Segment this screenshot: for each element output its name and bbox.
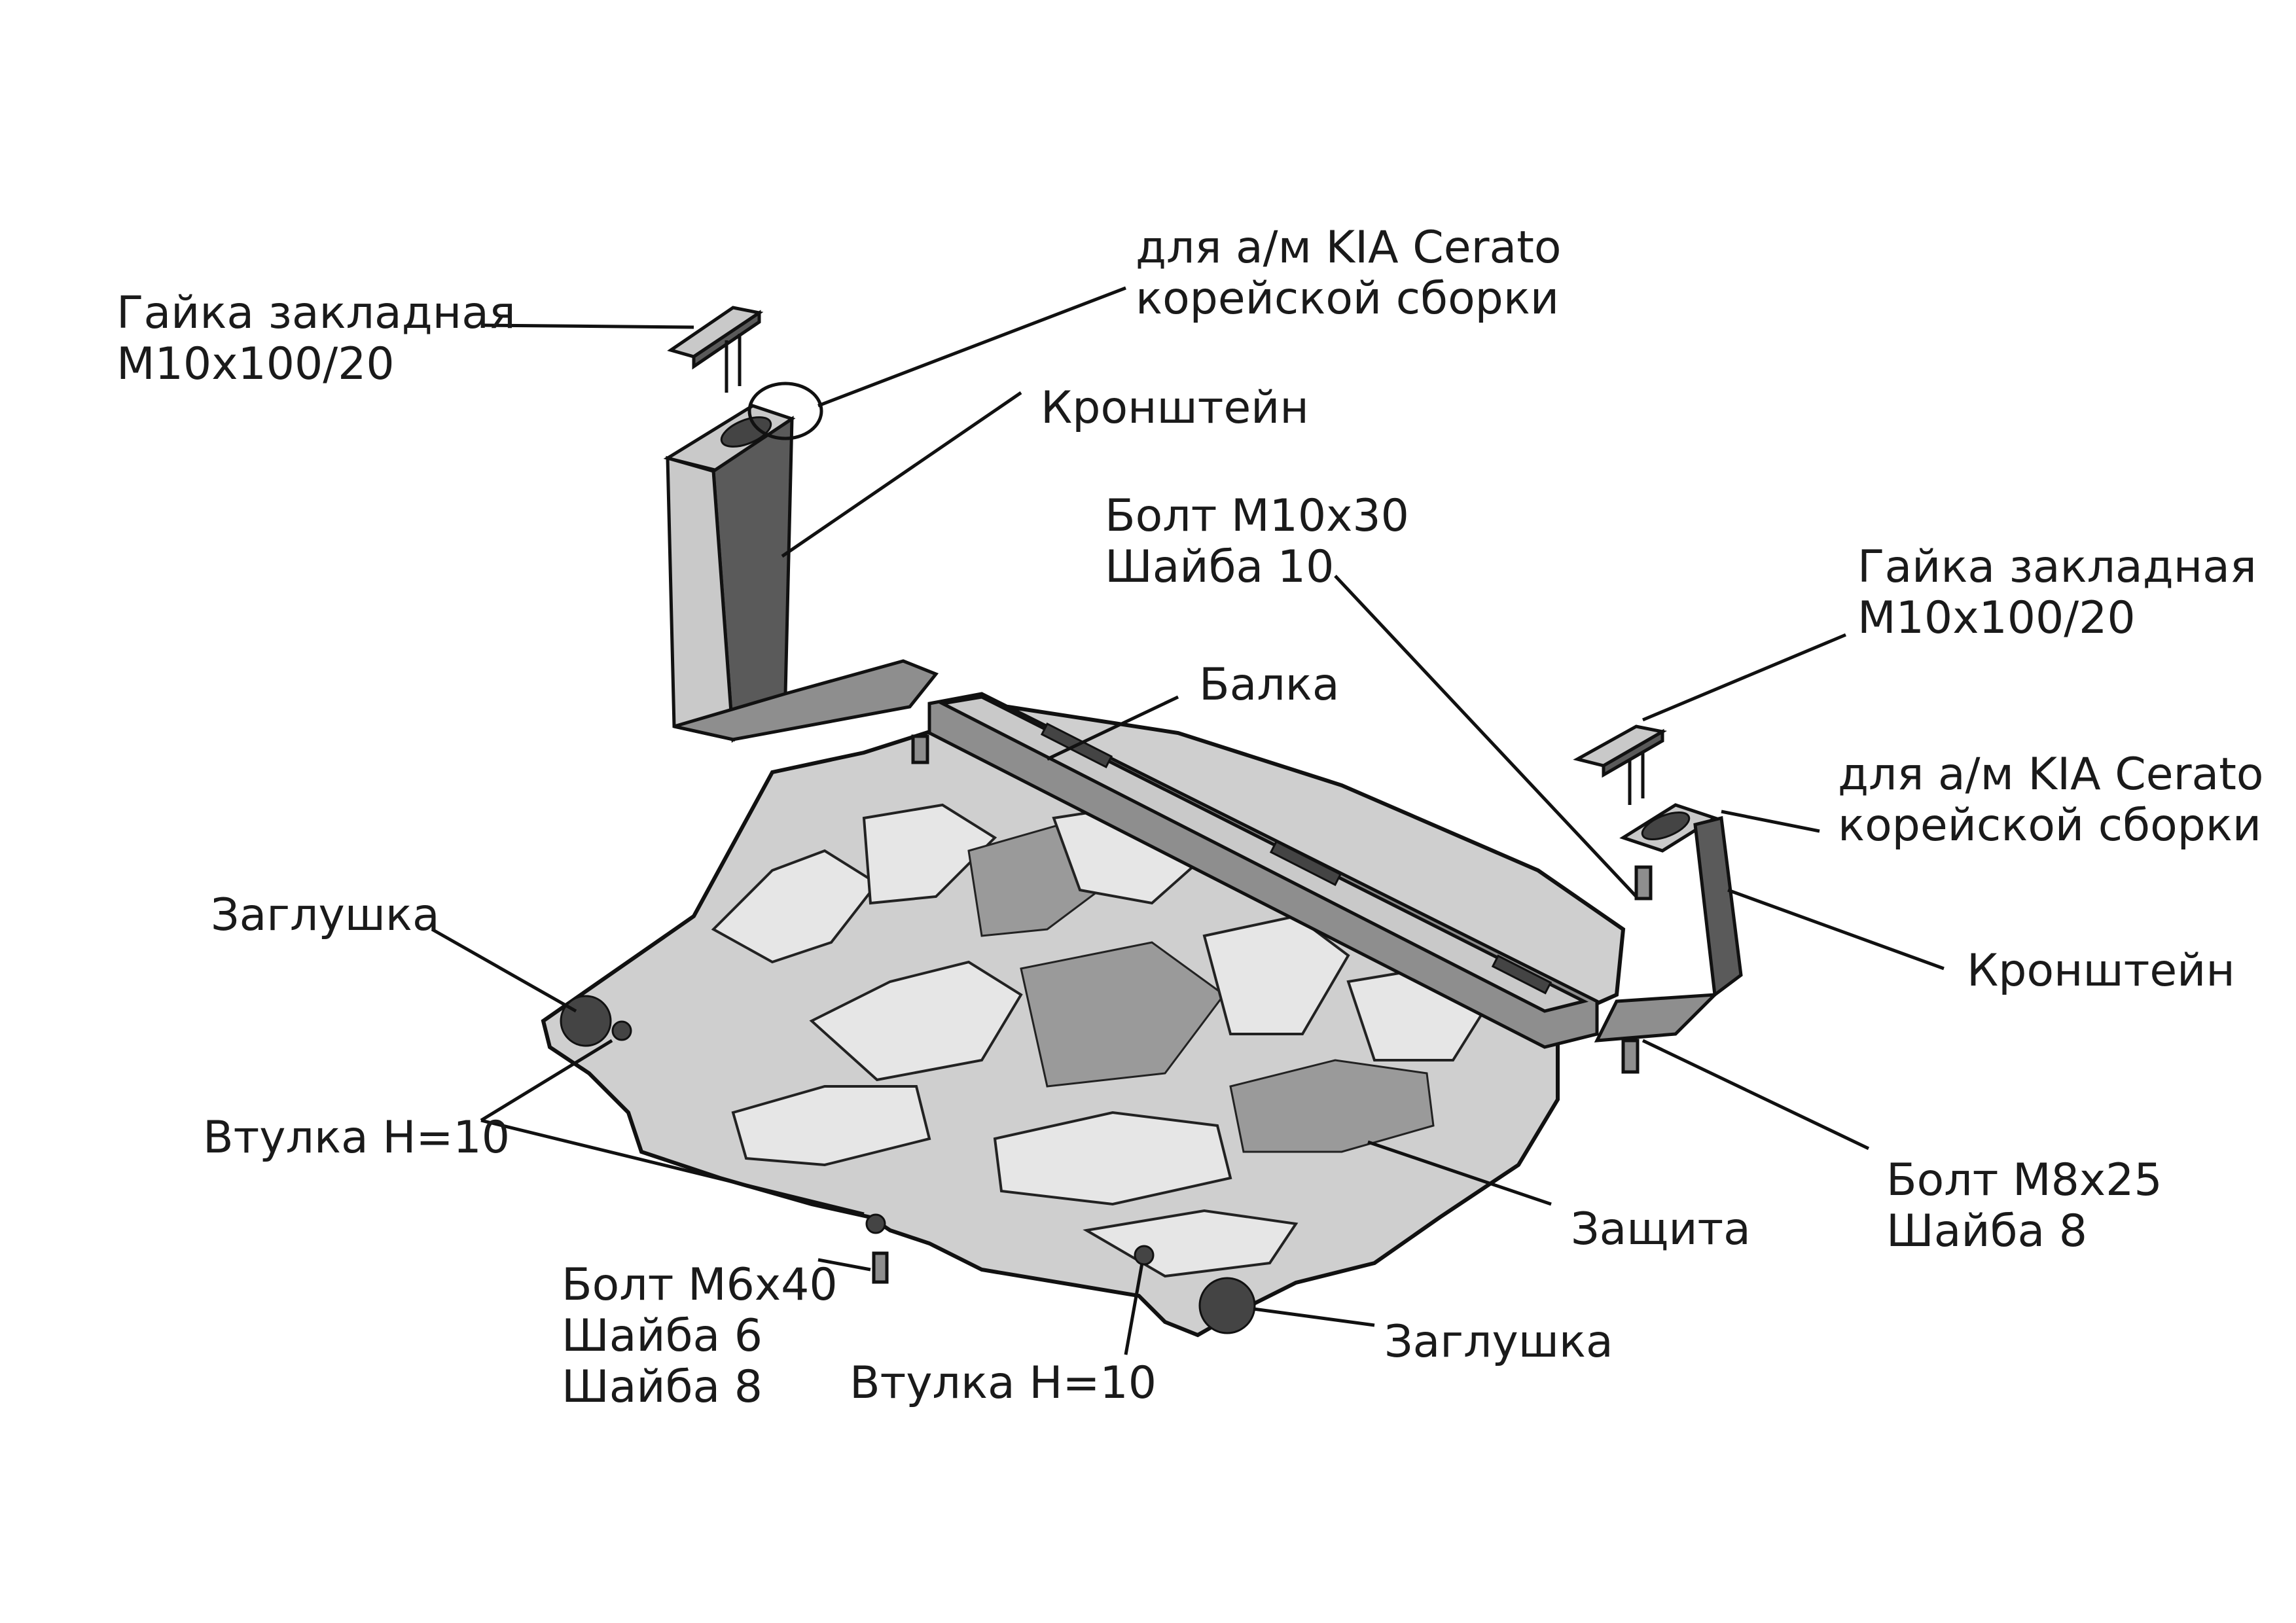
label-plug-left-line1: Заглушка <box>211 889 440 941</box>
label-nut-left-line2: М10х100/20 <box>117 338 395 390</box>
label-nut-right: Гайка закладная М10х100/20 <box>1857 542 2257 644</box>
label-bolt-m6-line2: Шайба 6 <box>562 1310 763 1362</box>
label-kia-right: для а/м KIA Cerato корейской сборки <box>1838 749 2263 851</box>
label-bolt-m6-line3: Шайба 8 <box>562 1361 763 1413</box>
label-plug-left: Заглушка <box>211 890 440 941</box>
label-nut-right-line2: М10х100/20 <box>1857 592 2136 644</box>
label-bushing-left-line1: Втулка Н=10 <box>203 1112 510 1164</box>
bracket-right <box>1594 803 1743 1043</box>
label-beam: Балка <box>1199 660 1340 711</box>
label-guard: Защита <box>1571 1204 1751 1255</box>
label-bolt-m8-line2: Шайба 8 <box>1886 1205 2088 1257</box>
label-bushing-left: Втулка Н=10 <box>203 1113 510 1164</box>
label-bracket-right-line1: Кронштейн <box>1967 945 2235 997</box>
nut-left <box>667 306 764 393</box>
label-bracket-left: Кронштейн <box>1041 383 1309 434</box>
label-bolt-m6-line1: Болт М6х40 <box>562 1259 838 1311</box>
label-bracket-left-line1: Кронштейн <box>1041 382 1309 434</box>
label-bolt-m8: Болт М8х25 Шайба 8 <box>1886 1155 2162 1257</box>
label-nut-left-line1: Гайка закладная <box>117 287 516 339</box>
label-bracket-right: Кронштейн <box>1967 946 2235 997</box>
label-plug-bottom: Заглушка <box>1384 1317 1613 1368</box>
label-plug-bottom-line1: Заглушка <box>1384 1316 1613 1368</box>
plug-bottom-shape <box>1198 1277 1256 1334</box>
label-beam-line1: Балка <box>1199 659 1340 711</box>
beam <box>927 692 1599 1049</box>
label-kia-top: для а/м KIA Cerato корейской сборки <box>1136 223 1561 325</box>
label-bolt-m10: Болт М10х30 Шайба 10 <box>1105 491 1409 593</box>
nut-right <box>1573 724 1667 805</box>
label-bolt-m6: Болт М6х40 Шайба 6 Шайба 8 <box>562 1260 838 1413</box>
label-bolt-m8-line1: Болт М8х25 <box>1886 1154 2162 1206</box>
label-guard-line1: Защита <box>1571 1204 1751 1255</box>
label-nut-right-line1: Гайка закладная <box>1857 541 2257 593</box>
leader-lines <box>431 286 1945 1355</box>
label-kia-right-line1: для а/м KIA Cerato <box>1838 749 2264 800</box>
label-bolt-m10-line2: Шайба 10 <box>1105 541 1335 593</box>
bracket-left <box>663 404 939 743</box>
label-bushing-bottom-line1: Втулка Н=10 <box>850 1357 1157 1409</box>
label-nut-left: Гайка закладная М10х100/20 <box>117 288 516 390</box>
plug-left-shape <box>560 995 612 1047</box>
bolts <box>872 734 1653 1284</box>
label-kia-top-line1: для а/м KIA Cerato <box>1136 222 1562 274</box>
guard-plate <box>541 704 1626 1338</box>
label-bolt-m10-line1: Болт М10х30 <box>1105 490 1409 542</box>
label-kia-top-line2: корейской сборки <box>1136 273 1560 325</box>
label-kia-right-line2: корейской сборки <box>1838 800 2262 851</box>
label-bushing-bottom: Втулка Н=10 <box>850 1358 1157 1409</box>
